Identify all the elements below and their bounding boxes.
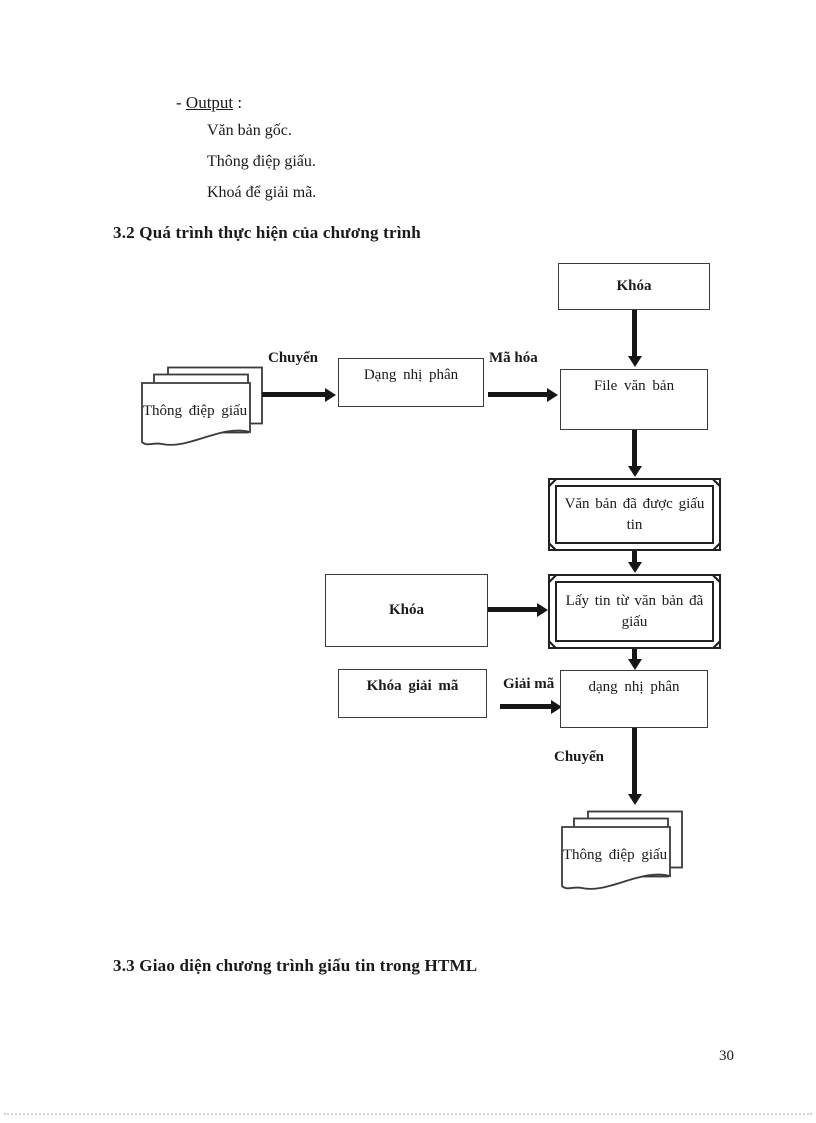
- bevel-corner: [548, 542, 557, 551]
- arrow-key-to-extract: [488, 607, 537, 612]
- output-colon: :: [233, 93, 243, 112]
- bevel-corner: [712, 574, 721, 583]
- node-binary-bottom: dạng nhị phân: [560, 670, 708, 728]
- edge-label-decode: Giải mã: [503, 676, 555, 692]
- node-stego-text-label: Văn bản đã được giấu tin: [555, 485, 714, 544]
- edge-label-convert-bottom: Chuyển: [554, 749, 605, 765]
- bevel-corner: [548, 640, 557, 649]
- node-binary-top: Dạng nhị phân: [338, 358, 484, 407]
- document-stack-icon: [141, 366, 263, 446]
- arrow-textfile-to-stego: [632, 430, 637, 466]
- node-binary-top-label: Dạng nhị phân: [363, 367, 459, 383]
- arrow-doc-to-binary: [262, 392, 325, 397]
- node-key-top-label: Khóa: [616, 277, 652, 294]
- arrow-extract-to-binary: [632, 649, 637, 659]
- arrow-binary-to-docbottom: [632, 728, 637, 794]
- bevel-corner: [712, 640, 721, 649]
- node-key-decode-input-label: Khóa: [388, 601, 424, 618]
- output-item: Thông điệp giấu.: [207, 153, 316, 170]
- bevel-corner: [548, 574, 557, 583]
- node-text-file-label: File văn bản: [593, 378, 675, 394]
- section-heading-3-3: 3.3 Giao diện chương trình giấu tin tron…: [113, 956, 478, 975]
- document-stack-icon: [561, 810, 683, 890]
- output-items: Văn bản gốc. Thông điệp giấu. Khoá để gi…: [207, 120, 316, 213]
- node-decode-key: Khóa giải mã: [338, 669, 487, 718]
- section-heading-3-2: 3.2 Quá trình thực hiện của chương trình: [113, 223, 421, 242]
- bevel-corner: [712, 542, 721, 551]
- node-extract-info-label: Lấy tin từ văn bản đã giấu: [555, 581, 714, 642]
- node-message-doc-bottom: Thông điệp giấu: [560, 810, 686, 892]
- bevel-corner: [548, 478, 557, 487]
- output-item: Văn bản gốc.: [207, 122, 292, 139]
- edge-label-encode: Mã hóa: [489, 350, 538, 366]
- output-term: Output: [185, 93, 234, 112]
- edge-label-convert-top: Chuyển: [268, 350, 319, 366]
- page-number: 30: [719, 1048, 734, 1064]
- node-text-file: File văn bản: [560, 369, 708, 430]
- node-message-doc-top-label: Thông điệp giấu: [142, 402, 248, 419]
- node-key-decode-input: Khóa: [325, 574, 488, 647]
- node-message-doc-top: Thông điệp giấu: [140, 366, 266, 448]
- output-item: Khoá để giải mã.: [207, 184, 317, 201]
- arrow-decodekey-to-binary: [500, 704, 551, 709]
- bottom-dotted-rule: [4, 1113, 812, 1115]
- bevel-corner: [712, 478, 721, 487]
- node-decode-key-label: Khóa giải mã: [366, 678, 459, 694]
- node-key-top: Khóa: [558, 263, 710, 310]
- node-stego-text: Văn bản đã được giấu tin: [548, 478, 721, 551]
- output-label: - Output :: [176, 93, 242, 113]
- arrow-keytop-to-textfile: [632, 310, 637, 356]
- node-binary-bottom-label: dạng nhị phân: [588, 679, 680, 695]
- node-extract-info: Lấy tin từ văn bản đã giấu: [548, 574, 721, 649]
- node-message-doc-bottom-label: Thông điệp giấu: [562, 846, 668, 863]
- output-dash: -: [176, 93, 186, 112]
- arrow-binary-to-textfile: [488, 392, 547, 397]
- arrow-stego-to-extract: [632, 551, 637, 562]
